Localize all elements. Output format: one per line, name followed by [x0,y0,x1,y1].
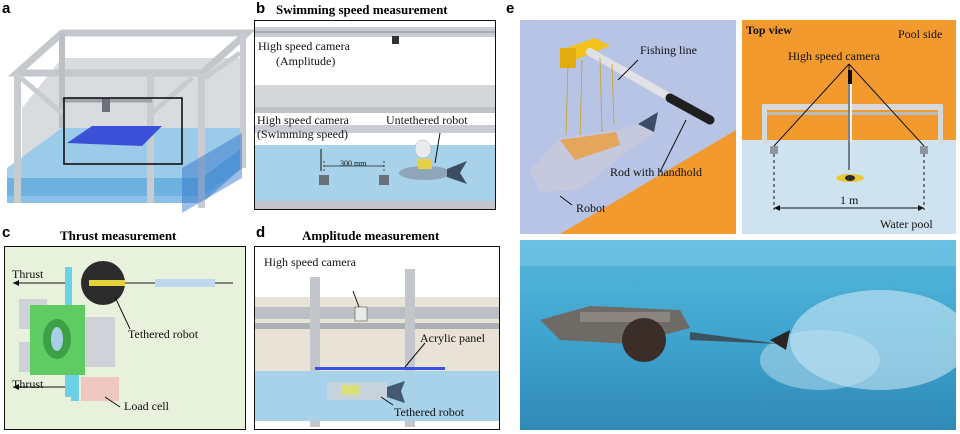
panel-b-cam-amplitude-line2: (Amplitude) [276,54,336,68]
panel-e-distance-label: 1 m [840,193,859,207]
panel-b-cam-amplitude-line1: High speed camera [258,39,350,53]
panel-a-letter: a [2,0,11,17]
panel-c-letter: c [2,224,11,241]
panel-c-title: Thrust measurement [60,228,177,243]
panel-c-load-cell-label: Load cell [124,399,169,413]
panel-d-camera-label: High speed camera [264,255,356,269]
panel-d-frame [254,246,500,430]
panel-c-scene [13,261,233,408]
panel-b-distance-label: 300 mm [340,159,367,168]
panel-b-scene [255,27,495,209]
panel-e-pool-side-label: Pool side [898,27,943,41]
panel-b-frame [254,20,496,210]
panel-b-letter: b [256,0,266,17]
panel-e-top-camera-label: High speed camera [788,49,880,63]
panel-d-acrylic-panel-label: Acrylic panel [420,331,485,345]
panel-e-top-view-scene [742,20,956,211]
panel-d-letter: d [256,224,266,241]
panel-e-top-view [742,20,956,234]
panel-b-title: Swimming speed measurement [276,2,448,17]
panel-d-scene [255,269,499,427]
panel-c-tethered-robot-label: Tethered robot [128,327,199,341]
panel-e-top-view-title: Top view [746,23,792,37]
panel-e-render-scene [530,38,736,234]
panel-c-frame [4,246,246,430]
panel-d-tethered-robot-label: Tethered robot [394,405,465,419]
panel-a-tank-illustration [7,29,257,213]
panel-e-letter: e [506,0,515,17]
panel-c-thrust-top-label: Thrust [12,267,44,281]
panel-e-robot-label: Robot [576,201,606,215]
panel-e-fishing-line-label: Fishing line [640,43,698,57]
panel-e-robot-render [520,20,736,234]
panel-b-cam-speed-line1: High speed camera [257,113,349,127]
panel-c-thrust-bottom-label: Thrust [12,377,44,391]
panel-e-water-pool-label: Water pool [880,217,933,231]
panel-d-title: Amplitude measurement [302,228,440,243]
panel-e-photo-scene [520,240,956,390]
panel-b-cam-speed-line2: (Swimming speed) [257,127,348,141]
panel-b-untethered-robot-label: Untethered robot [386,113,468,127]
panel-e-rod-label: Rod with handhold [610,165,702,179]
panel-e-underwater-photo [520,240,956,430]
